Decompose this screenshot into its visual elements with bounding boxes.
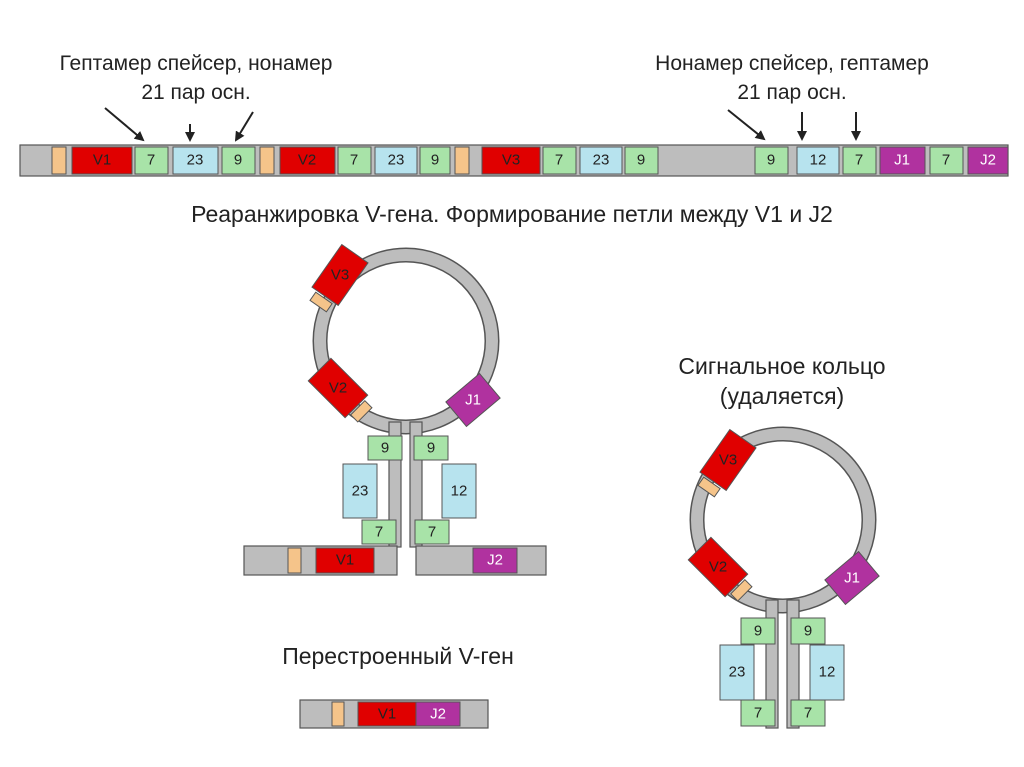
spacer23-3: [579, 146, 623, 175]
loop-j2-label: J2: [487, 552, 503, 569]
loop-j1-label: J1: [465, 392, 481, 409]
heptamer-3: [542, 146, 577, 175]
nonamer-j: [754, 146, 789, 175]
ring-v2-label: V2: [709, 559, 727, 576]
nonamer-3-label: 9: [637, 152, 645, 169]
rearranged-gene: V1 J2: [299, 699, 489, 729]
rearranged-gene-caption: Перестроенный V-ген: [282, 643, 514, 669]
loop-v2-label: V2: [329, 380, 347, 397]
spacer23-1-label: 23: [187, 152, 204, 169]
spacer23-3-label: 23: [593, 152, 610, 169]
nonamer-3: [624, 146, 659, 175]
leader-1: [51, 146, 67, 175]
spacer12: [796, 146, 840, 175]
loop-nonamer-left: 9: [381, 440, 389, 457]
loop-v3-label: V3: [331, 267, 349, 284]
spacer12-label: 12: [810, 152, 827, 169]
heptamer-j2: [929, 146, 964, 175]
recombination-loop: V3 V2 J1 9 9 23 12 7 7 V1: [243, 243, 547, 576]
ring-v3-label: V3: [719, 452, 737, 469]
ring-j1-label: J1: [844, 570, 860, 587]
signal-ring: V3 V2 J1 9 9 23 12 7 7: [687, 426, 880, 729]
v1-segment: [71, 146, 133, 175]
v2-segment: [279, 146, 336, 175]
heptamer-2-label: 7: [350, 152, 358, 169]
loop-nonamer-right: 9: [427, 440, 435, 457]
leader-3: [454, 146, 470, 175]
rearranged-v1-label: V1: [378, 706, 396, 723]
ring-nonamer-left: 9: [754, 623, 762, 640]
loop-v1-label: V1: [336, 552, 354, 569]
nonamer-j-label: 9: [767, 152, 775, 169]
nonamer-1: [221, 146, 256, 175]
j2-segment: [967, 146, 1009, 175]
ring-nonamer-right: 9: [804, 623, 812, 640]
loop-spacer12: 12: [451, 483, 468, 500]
left-signal-label-line1: Гептамер спейсер, нонамер: [60, 52, 333, 75]
heptamer-1: [134, 146, 169, 175]
heptamer-j1-label: 7: [855, 152, 863, 169]
loop-heptamer-right: 7: [428, 524, 436, 541]
ring-spacer12: 12: [819, 664, 836, 681]
arrow-nonamer-right: [727, 109, 766, 141]
signal-ring-caption-line1: Сигнальное кольцо: [678, 353, 885, 379]
nonamer-1-label: 9: [234, 152, 242, 169]
spacer23-1: [172, 146, 219, 175]
rearrangement-caption: Реаранжировка V-гена. Формирование петли…: [191, 201, 833, 227]
j1-label: J1: [894, 152, 910, 169]
rearranged-j2-label: J2: [430, 706, 446, 723]
signal-ring-caption-line2: (удаляется): [720, 383, 844, 409]
heptamer-1-label: 7: [147, 152, 155, 169]
nonamer-2: [419, 146, 451, 175]
heptamer-j1: [842, 146, 877, 175]
leader-2: [259, 146, 275, 175]
v3-label: V3: [502, 152, 520, 169]
spacer23-2-label: 23: [388, 152, 405, 169]
heptamer-3-label: 7: [555, 152, 563, 169]
arrow-nonamer-left: [234, 111, 254, 142]
germline-dna-strand: V1 7 23 9 V2 7 23 9 V3 7 23 9 9 12 7 J1 …: [19, 144, 1009, 177]
heptamer-2: [337, 146, 372, 175]
j2-label: J2: [980, 152, 996, 169]
loop-spacer23: 23: [352, 483, 369, 500]
j1-segment: [879, 146, 926, 175]
arrow-heptamer-left: [104, 107, 145, 142]
nonamer-2-label: 9: [431, 152, 439, 169]
ring-spacer23: 23: [729, 664, 746, 681]
left-signal-label-line2: 21 пар осн.: [141, 81, 250, 104]
v3-segment: [481, 146, 541, 175]
heptamer-j2-label: 7: [942, 152, 950, 169]
spacer23-2: [374, 146, 418, 175]
right-signal-label-line1: Нонамер спейсер, гептамер: [655, 52, 929, 75]
loop-heptamer-left: 7: [375, 524, 383, 541]
v1-label: V1: [93, 152, 111, 169]
ring-heptamer-left: 7: [754, 705, 762, 722]
ring-heptamer-right: 7: [804, 705, 812, 722]
v2-label: V2: [298, 152, 316, 169]
right-signal-label-line2: 21 пар осн.: [737, 81, 846, 104]
